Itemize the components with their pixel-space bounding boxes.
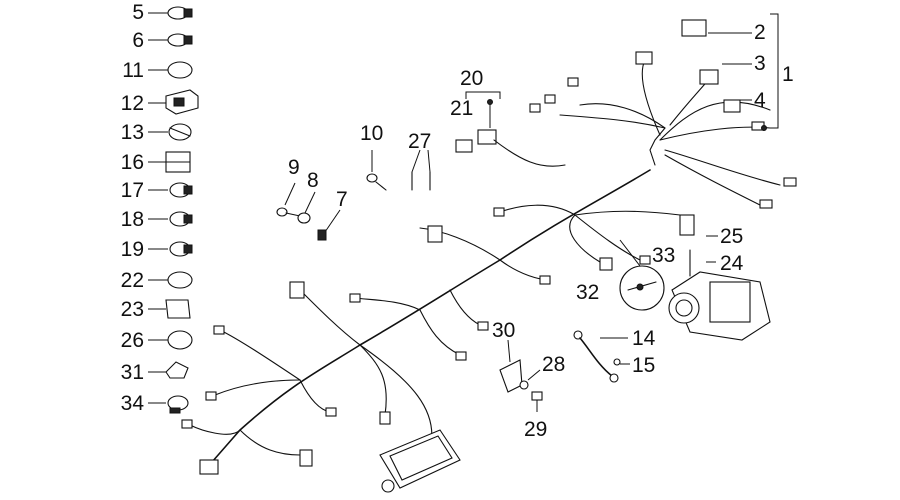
- callout-2: 2: [754, 21, 766, 44]
- callout-13: 13: [120, 121, 144, 144]
- harness-connectors: [181, 19, 797, 475]
- control-unit: [379, 429, 461, 493]
- callout-16: 16: [120, 151, 144, 174]
- callout-30: 30: [492, 319, 516, 342]
- part-16-bracket: [148, 151, 191, 173]
- callout-23: 23: [120, 298, 144, 321]
- callout-8: 8: [307, 169, 319, 192]
- callout-bracket-1: [708, 13, 779, 131]
- callout-27: 27: [408, 130, 432, 153]
- left-parts-column: [148, 6, 199, 414]
- bracket-28-29-30: [499, 339, 543, 412]
- callout-18: 18: [120, 208, 144, 231]
- fasteners-7-8-9: [276, 182, 341, 241]
- callout-32: 32: [576, 281, 600, 304]
- callout-10: 10: [360, 122, 384, 145]
- callout-28: 28: [542, 353, 566, 376]
- callout-3: 3: [754, 52, 766, 75]
- callout-20: 20: [460, 67, 484, 90]
- part-11-cable-tie: [148, 61, 193, 79]
- callout-6: 6: [132, 29, 144, 52]
- part-19-clamp: [148, 241, 193, 257]
- part-18-clamp: [148, 211, 193, 227]
- callout-17: 17: [120, 179, 144, 202]
- callout-14: 14: [632, 327, 656, 350]
- throttle-body: [668, 235, 771, 341]
- part-22-cable-tie: [148, 271, 193, 289]
- ground-lead-14-15: [573, 330, 630, 383]
- detail-32-33: [619, 239, 665, 311]
- part-5-clamp: [148, 6, 193, 20]
- callout-19: 19: [120, 238, 144, 261]
- callout-24: 24: [720, 252, 744, 275]
- callout-31: 31: [120, 361, 144, 384]
- part-12-connector-clip: [148, 89, 199, 115]
- callout-9: 9: [288, 156, 300, 179]
- part-20-21-lead: [455, 91, 566, 167]
- callout-1: 1: [782, 63, 794, 86]
- callout-12: 12: [120, 92, 144, 115]
- fasteners-10-27: [366, 149, 431, 191]
- part-26-cable-tie: [148, 330, 193, 350]
- main-harness: [189, 59, 781, 471]
- part-6-clamp: [148, 33, 193, 47]
- callout-25: 25: [720, 225, 744, 248]
- callout-26: 26: [120, 329, 144, 352]
- callout-15: 15: [632, 354, 656, 377]
- part-34-clamp: [148, 395, 189, 414]
- callout-21: 21: [450, 97, 474, 120]
- callout-11: 11: [122, 59, 144, 82]
- callout-22: 22: [120, 269, 144, 292]
- callout-29: 29: [524, 418, 548, 441]
- callout-7: 7: [336, 188, 348, 211]
- part-17-clamp: [148, 182, 193, 198]
- callout-33: 33: [652, 244, 676, 267]
- part-31-mount: [148, 361, 189, 379]
- part-23-clip: [148, 299, 191, 319]
- callout-4: 4: [754, 89, 766, 112]
- callout-5: 5: [132, 1, 144, 24]
- callout-34: 34: [120, 392, 144, 415]
- part-13-clamp: [148, 123, 192, 141]
